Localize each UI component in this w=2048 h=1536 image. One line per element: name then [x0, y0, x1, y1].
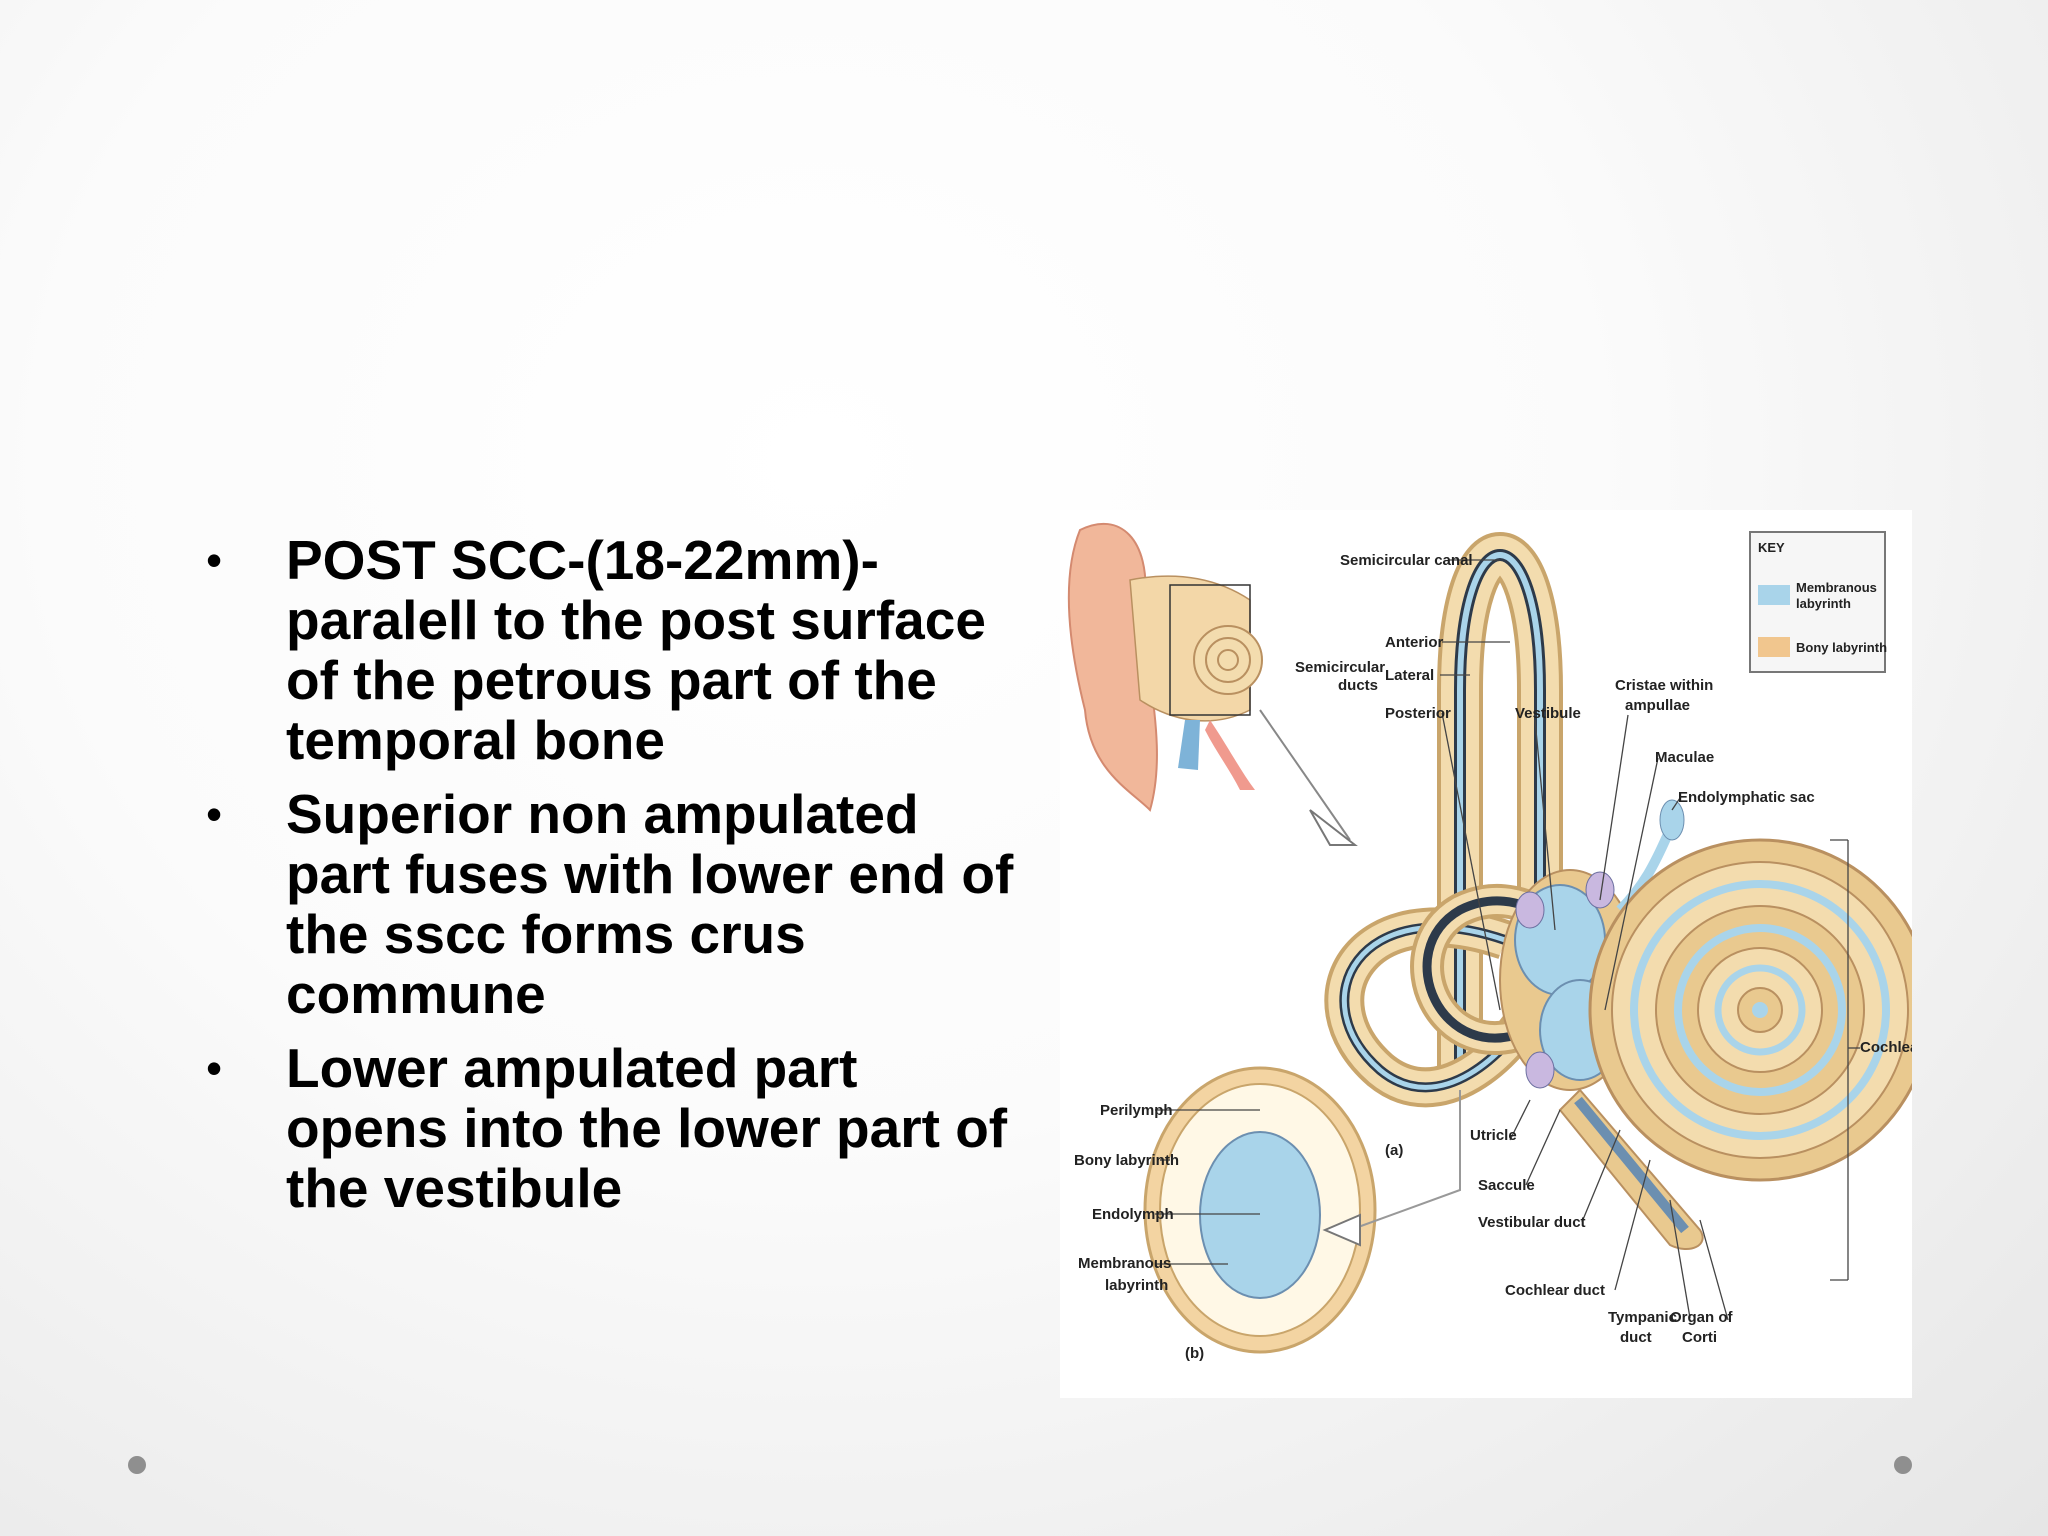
label-endolymphatic-sac: Endolymphatic sac — [1678, 789, 1815, 806]
key-membranous-swatch — [1758, 585, 1790, 605]
label-panel-a: (a) — [1385, 1142, 1403, 1159]
label-anterior: Anterior — [1385, 634, 1444, 651]
label-tympanic-duct-1: Tympanic — [1608, 1309, 1677, 1326]
inner-ear-svg: KEY Membranous labyrinth Bony labyrinth — [1067, 522, 1912, 1362]
label-organ-corti-1: Organ of — [1670, 1309, 1734, 1326]
label-cochlea: Cochlea — [1860, 1039, 1912, 1056]
corner-dot-left — [128, 1456, 146, 1474]
bullet-text-1: POST SCC-(18-22mm)-paralell to the post … — [286, 529, 986, 771]
key-bony-swatch — [1758, 637, 1790, 657]
bullet-item-3: • Lower ampulated part opens into the low… — [200, 1038, 1030, 1218]
bullet-item-1: • POST SCC-(18-22mm)-paralell to the post… — [200, 530, 1030, 770]
label-cochlear-duct: Cochlear duct — [1505, 1282, 1605, 1299]
label-tympanic-duct-2: duct — [1620, 1329, 1652, 1346]
leader-lines — [1155, 559, 1860, 1321]
label-utricle: Utricle — [1470, 1127, 1517, 1144]
label-semicircular-ducts-2: ducts — [1338, 677, 1378, 694]
label-panel-b: (b) — [1185, 1345, 1204, 1362]
label-lateral: Lateral — [1385, 667, 1434, 684]
bullet-text-3: Lower ampulated part opens into the lowe… — [286, 1037, 1008, 1219]
label-maculae: Maculae — [1655, 749, 1714, 766]
cross-section-drawing — [1143, 1066, 1461, 1354]
label-organ-corti-2: Corti — [1682, 1329, 1717, 1346]
cochlea-drawing — [1558, 838, 1912, 1250]
label-posterior: Posterior — [1385, 705, 1451, 722]
label-saccule: Saccule — [1478, 1177, 1535, 1194]
label-perilymph: Perilymph — [1100, 1102, 1173, 1119]
key-membranous-label-2: labyrinth — [1796, 596, 1851, 611]
label-semicircular-canal: Semicircular canal — [1340, 552, 1473, 569]
label-bony-labyrinth: Bony labyrinth — [1074, 1152, 1179, 1169]
bullet-text-2: Superior non ampulated part fuses with l… — [286, 783, 1014, 1025]
label-cristae-1: Cristae within — [1615, 677, 1713, 694]
outer-ear-drawing — [1067, 522, 1358, 846]
label-semicircular-ducts-1: Semicircular — [1295, 659, 1385, 676]
key-membranous-label-1: Membranous — [1796, 580, 1877, 595]
key-box: KEY Membranous labyrinth Bony labyrinth — [1749, 531, 1887, 673]
label-vestibular-duct: Vestibular duct — [1478, 1214, 1586, 1231]
inner-ear-diagram: KEY Membranous labyrinth Bony labyrinth — [1060, 510, 1912, 1398]
label-membranous-1: Membranous — [1078, 1255, 1171, 1272]
label-membranous-2: labyrinth — [1105, 1277, 1168, 1294]
bullet-dot: • — [206, 788, 223, 840]
key-bony-label: Bony labyrinth — [1796, 640, 1887, 655]
label-cristae-2: ampullae — [1625, 697, 1690, 714]
bullet-item-2: • Superior non ampulated part fuses with … — [200, 784, 1030, 1024]
label-vestibule: Vestibule — [1515, 705, 1581, 722]
corner-dot-right — [1894, 1456, 1912, 1474]
bullet-dot: • — [206, 534, 223, 586]
diagram-labels: Semicircular canal Semicircular ducts An… — [1074, 552, 1912, 1362]
bullet-dot: • — [206, 1042, 223, 1094]
key-title: KEY — [1758, 540, 1785, 555]
bullet-list: • POST SCC-(18-22mm)-paralell to the post… — [200, 530, 1030, 1232]
label-endolymph: Endolymph — [1092, 1206, 1174, 1223]
